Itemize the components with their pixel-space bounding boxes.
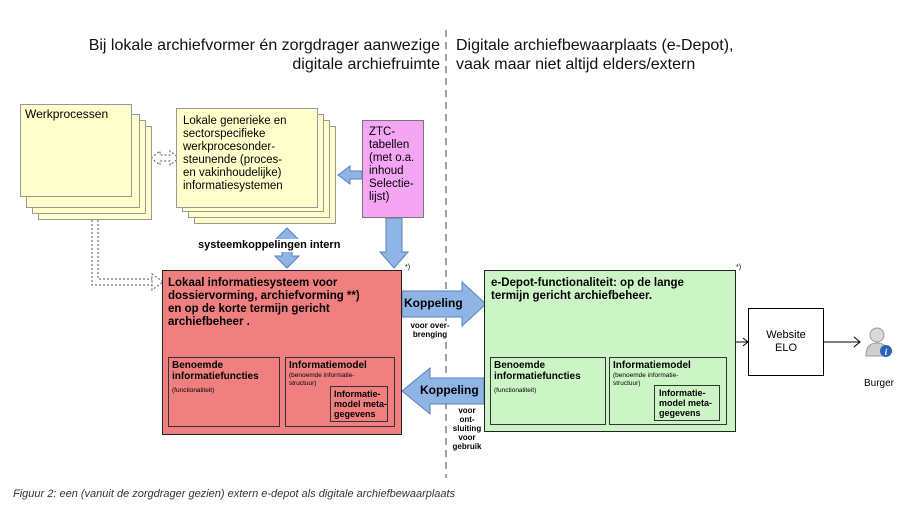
lokaal-benoemde-line1: Benoemde: [172, 360, 224, 371]
koppeling-bottom-arrow: [401, 366, 485, 416]
lokale-line4: steunende (proces-: [183, 154, 283, 166]
edepot-benoemde-line2: informatiefuncties: [494, 371, 581, 382]
edepot-meta-line2: model meta-: [659, 398, 713, 408]
header-right-line1: Digitale archiefbewaarplaats (e-Depot),: [456, 37, 734, 54]
lokaal-infomodel-sub1: (benoemde informatie-: [289, 372, 355, 379]
edepot-infomodel-sub1: (benoemde informatie-: [613, 372, 679, 379]
svg-text:i: i: [885, 347, 888, 357]
header-right: Digitale archiefbewaarplaats (e-Depot), …: [456, 36, 876, 74]
website-line1: Website: [766, 329, 806, 341]
lokaal-infomodel-sub: (benoemde informatie- structuur): [289, 372, 354, 388]
lokale-line5: en vakinhoudelijke): [183, 167, 282, 179]
koppeling-top-sub2: brenging: [412, 330, 448, 339]
figure-caption: Figuur 2: een (vanuit de zorgdrager gezi…: [13, 488, 456, 500]
ztc-line1: ZTC-: [369, 126, 396, 138]
header-left-line2: digitale archiefruimte: [292, 56, 440, 73]
werk-lokale-arrow: [150, 149, 180, 167]
ztc-line6: lijst): [369, 191, 390, 203]
lokaal-meta-line1: Informatie-: [334, 389, 381, 399]
ztc-arrow: [337, 165, 363, 185]
ztc-box: ZTC- tabellen (met o.a. inhoud Selectie-…: [362, 120, 424, 218]
edepot-title-line1: e-Depot-functionaliteit: op de lange: [491, 277, 684, 289]
koppeling-bottom-sub2: sluiting: [452, 424, 482, 433]
lokale-line1: Lokale generieke en: [183, 115, 287, 127]
ztc-line4: inhoud: [369, 165, 404, 177]
website-line2: ELO: [774, 342, 797, 354]
lokaal-footnote: *): [405, 264, 411, 271]
lokale-line2: sectorspecifieke: [183, 128, 266, 140]
koppeling-top-sub1: voor over-: [410, 321, 450, 330]
edepot-benoemde-sub: (functionaliteit): [494, 387, 537, 394]
lokaal-title-line1: Lokaal informatiesysteem voor: [168, 277, 338, 289]
koppeling-bottom-label: Koppeling: [420, 383, 479, 397]
edepot-infomodel-sub2: structuur): [613, 380, 641, 387]
burger-label: Burger: [864, 378, 895, 389]
edepot-website-arrow: [736, 337, 749, 347]
lokaal-meta-line3: gegevens: [334, 409, 376, 419]
lokale-systemen-box: Lokale generieke en sectorspecifieke wer…: [176, 108, 318, 208]
header-left: Bij lokale archiefvormer én zorgdrager a…: [0, 36, 440, 74]
lokale-line6: informatiesystemen: [183, 180, 283, 192]
lokaal-infomodel-title: Informatiemodel: [289, 360, 367, 371]
werkprocessen-box: Werkprocessen: [20, 104, 132, 197]
lokaal-infomodel-box: Informatiemodel (benoemde informatie- st…: [285, 357, 395, 427]
header-right-line2: vaak maar niet altijd elders/extern: [456, 56, 696, 73]
edepot-infomodel-title: Informatiemodel: [613, 360, 691, 371]
ztc-line2: tabellen: [369, 139, 410, 151]
ztc-line3: (met o.a.: [369, 152, 415, 164]
koppeling-bottom-sub: voor ont- sluiting voor gebruik: [452, 406, 482, 451]
koppeling-top-sub: voor over- brenging: [402, 321, 458, 339]
ztc-line5: Selectie-: [369, 178, 414, 190]
edepot-benoemde-title: Benoemde informatiefuncties: [494, 360, 581, 382]
edepot-title: e-Depot-functionaliteit: op de lange ter…: [491, 277, 684, 303]
edepot-benoemde-line1: Benoemde: [494, 360, 546, 371]
lokaal-benoemde-sub: (functionaliteit): [172, 387, 215, 394]
systeemkoppelingen-label: systeemkoppelingen intern: [196, 239, 343, 252]
koppeling-top-arrow: [401, 280, 487, 328]
edepot-meta-box: Informatie- model meta- gegevens: [654, 385, 720, 421]
werkprocessen-label: Werkprocessen: [25, 107, 109, 121]
ztc-down-arrow: [378, 217, 410, 269]
edepot-title-line2: termijn gericht archiefbeheer.: [491, 290, 653, 302]
edepot-box: e-Depot-functionaliteit: op de lange ter…: [484, 270, 736, 432]
lokaal-title-line4: archiefbeheer .: [168, 316, 250, 328]
lokaal-benoemde-line2: informatiefuncties: [172, 371, 259, 382]
koppeling-bottom-sub1: voor ont-: [458, 406, 476, 424]
website-elo-box: Website ELO: [748, 308, 824, 376]
edepot-footnote: *): [736, 264, 742, 271]
lokaal-title-line2: dossiervorming, archiefvorming **): [168, 290, 360, 302]
lokaal-benoemde-title: Benoemde informatiefuncties: [172, 360, 259, 382]
lokaal-title-line3: en op de korte termijn gericht: [168, 303, 330, 315]
edepot-benoemde-box: Benoemde informatiefuncties (functionali…: [490, 357, 606, 425]
lokaal-infomodel-sub2: structuur): [289, 380, 317, 387]
website-burger-arrow: [824, 336, 861, 348]
edepot-infomodel-box: Informatiemodel (benoemde informatie- st…: [609, 357, 727, 425]
lokaal-is-title: Lokaal informatiesysteem voor dossiervor…: [168, 277, 360, 329]
lokale-line3: werkprocesonder-: [183, 141, 276, 153]
lokaal-meta-box: Informatie- model meta- gegevens: [330, 386, 388, 422]
edepot-meta-line1: Informatie-: [659, 388, 706, 398]
edepot-infomodel-sub: (benoemde informatie- structuur): [613, 372, 678, 388]
user-info-icon: i: [865, 327, 892, 357]
lokaal-benoemde-box: Benoemde informatiefuncties (functionali…: [168, 357, 280, 427]
koppeling-bottom-sub4: gebruik: [452, 442, 482, 451]
header-left-line1: Bij lokale archiefvormer én zorgdrager a…: [88, 37, 440, 54]
edepot-meta-line3: gegevens: [659, 408, 701, 418]
koppeling-top-label: Koppeling: [404, 296, 463, 310]
lokaal-meta-line2: model meta-: [334, 399, 388, 409]
lokaal-is-box: Lokaal informatiesysteem voor dossiervor…: [162, 270, 402, 435]
koppeling-bottom-sub3: voor: [458, 433, 476, 442]
